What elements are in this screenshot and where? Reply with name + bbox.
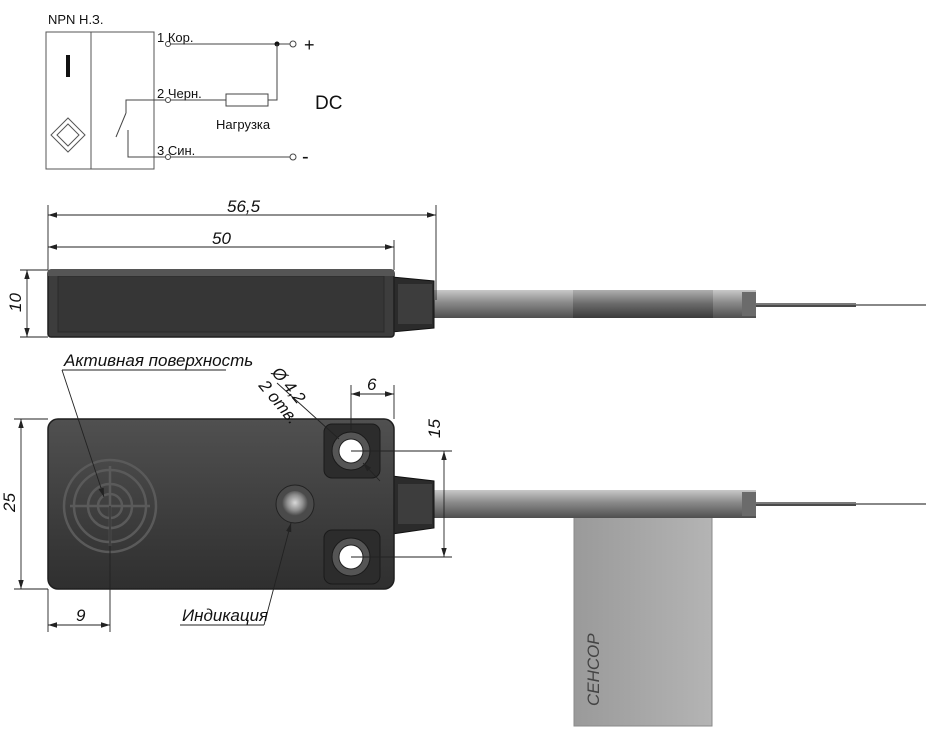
output-type-label: NPN Н.З. [48,12,104,27]
brand-tag [573,492,713,727]
plus-label: + [304,35,315,55]
inductive-sensor-icon [50,117,86,153]
wire-load-return [268,44,278,101]
nc-switch-symbol [115,99,168,158]
minus-terminal [289,153,297,161]
load-label: Нагрузка [216,117,271,132]
pin2-terminal [165,97,171,103]
active-surface-leader [61,369,105,498]
front-view: СЕНСОР [47,418,926,727]
dim-body-length-text: 50 [212,229,231,248]
side-wire-tips [856,304,926,306]
pin3-label: 3 Син. [157,143,195,158]
dim-hole-spacing-text: 15 [425,419,444,438]
pin2-label: 2 Черн. [157,86,202,101]
sensor-bar-symbol [66,55,70,77]
dim-hole-diameter-leader [276,382,340,440]
dc-label: DC [315,93,342,114]
load-resistor [225,93,269,107]
pin1-label: 1 Кор. [157,30,194,45]
side-cable-end [742,292,756,316]
plus-terminal [289,40,297,48]
dimension-lines: 56,5 50 10 25 9 6 15 Ø 4,2 2 отв. [0,197,452,632]
side-view [47,269,926,338]
indication-label: Индикация [182,606,268,625]
front-cable [434,490,756,518]
indicator-led [282,491,308,517]
dim-total-length-text: 56,5 [227,197,261,216]
wiring-schematic: NPN Н.З. + - 1 Кор. 2 Черн. 3 Син. [45,12,342,170]
pin1-terminal [165,41,171,47]
brand-tag-text: СЕНСОР [584,633,603,706]
dim-width-text: 25 [0,493,19,513]
side-sleeve [573,290,713,318]
front-body [47,418,395,590]
dim-active-offset-text: 9 [76,606,86,625]
dim-thickness-text: 10 [6,293,25,312]
indication-leader [263,522,292,626]
pin3-terminal [165,154,171,160]
dim-hole-offset-text: 6 [367,375,377,394]
minus-label: - [302,146,309,168]
active-surface-label: Активная поверхность [63,351,253,370]
